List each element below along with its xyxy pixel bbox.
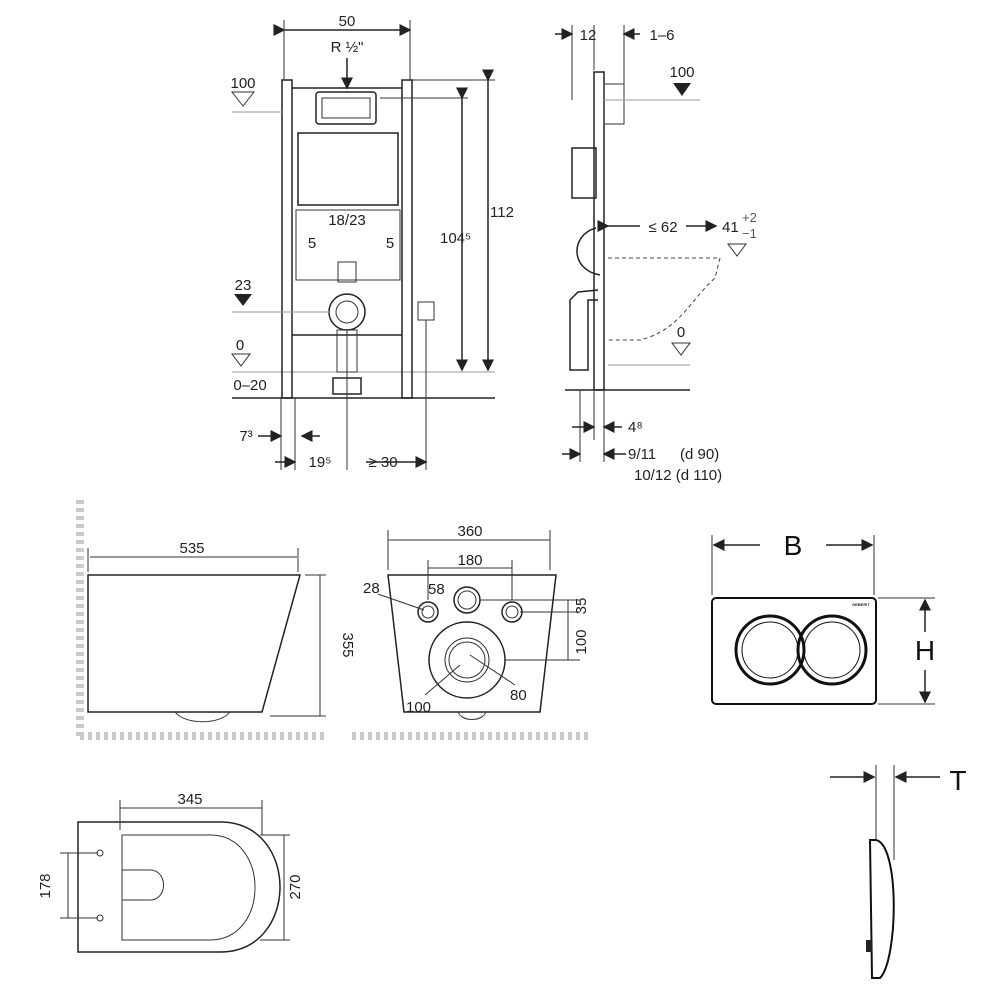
level-100-label: 100 — [230, 75, 255, 92]
left-5-label: 5 — [308, 235, 316, 252]
plate-width-label: B — [784, 530, 803, 561]
dim-9-11-label: 9/11 — [628, 446, 656, 463]
plate-height-label: H — [915, 635, 935, 666]
right-5-label: 5 — [386, 235, 394, 252]
brand-logo: GEBERIT — [852, 602, 870, 607]
range-0-20-label: 0–20 — [233, 377, 266, 394]
bowl-side-view: 535 355 — [76, 500, 356, 740]
inlet-diameter-label: 58 — [428, 581, 445, 598]
d90-label: (d 90) — [680, 446, 719, 463]
dim-19-label: 19⁵ — [309, 454, 332, 471]
bowl-back-view: 360 180 28 58 35 100 80 100 — [352, 523, 590, 740]
frame-width-label: 50 — [339, 13, 356, 30]
dim-4-label: 4⁸ — [628, 419, 643, 436]
bolt-diameter-label: 28 — [363, 580, 380, 597]
flush-plate-side: T — [830, 765, 967, 979]
bolt-spacing-label: 180 — [457, 552, 482, 569]
dim-12-label: 12 — [580, 27, 597, 44]
top-bolt-spacing-label: 178 — [37, 873, 54, 898]
plate-thickness-label: T — [949, 765, 966, 796]
height-104-label: 104⁵ — [440, 230, 471, 247]
level-0-label: 0 — [236, 337, 244, 354]
frame-front-view: 50 R ½" 100 112 104⁵ 18/23 5 5 23 0 0–20… — [230, 13, 513, 471]
outlet-outer-label: 100 — [406, 699, 431, 716]
side-level-0-label: 0 — [677, 324, 685, 341]
dim-30-label: ≥ 30 — [368, 454, 397, 471]
dim-1-6-label: 1–6 — [649, 27, 674, 44]
dim-100-label: 100 — [573, 629, 590, 654]
top-width-label: 270 — [287, 874, 304, 899]
dim-10-12-label: 10/12 (d 110) — [634, 467, 722, 484]
dim-41-tol-plus: +2 — [742, 210, 757, 225]
dim-41-tol-minus: −1 — [742, 226, 757, 241]
back-width-label: 360 — [457, 523, 482, 540]
side-level-100-label: 100 — [669, 64, 694, 81]
dim-35-label: 35 — [573, 598, 590, 615]
top-length-label: 345 — [177, 791, 202, 808]
level-23-label: 23 — [235, 277, 252, 294]
bowl-top-view: 345 178 270 — [37, 791, 304, 953]
dim-41-label: 41 — [722, 219, 739, 236]
flush-plate-front: B GEBERIT H — [711, 530, 935, 705]
spacing-18-23-label: 18/23 — [328, 212, 366, 229]
thread-label: R ½" — [331, 39, 364, 56]
dim-7-label: 7³ — [239, 428, 252, 445]
frame-side-view: 12 1–6 100 ≤ 62 41 +2 −1 0 4⁸ 9/11 (d 90… — [555, 25, 757, 484]
bowl-height-label: 355 — [339, 632, 356, 657]
dim-62-label: ≤ 62 — [648, 219, 677, 236]
height-112-label: 112 — [490, 204, 514, 221]
outlet-inner-label: 80 — [510, 687, 527, 704]
bowl-length-label: 535 — [179, 540, 204, 557]
